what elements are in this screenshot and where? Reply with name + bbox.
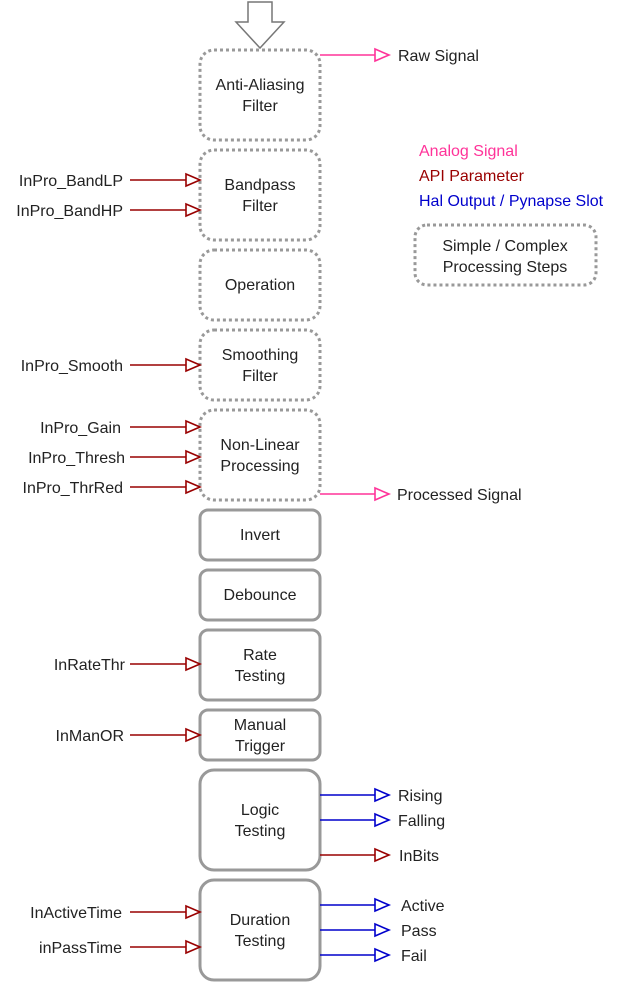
output-label: Fail [401,948,427,965]
param-smooth: InPro_Smooth [21,357,203,375]
output-label: Active [401,898,445,915]
block-label: Processing [220,458,299,475]
param-band-hp: InPro_BandHP [16,202,203,220]
block-label: Invert [240,527,281,544]
output-label: Processed Signal [397,487,522,504]
block-label: Manual [234,717,286,734]
bandpass-filter-block: Bandpass Filter [198,148,322,242]
block-label: Debounce [224,587,297,604]
output-falling: Falling [320,812,445,830]
param-pass-time: inPassTime [39,939,203,957]
debounce-block: Debounce [198,568,322,622]
output-fail: Fail [320,947,427,965]
param-manor: InManOR [56,727,203,745]
legend: Analog Signal API Parameter Hal Output /… [413,143,604,287]
param-band-lp: InPro_BandLP [19,172,203,190]
legend-analog-signal: Analog Signal [419,143,518,160]
param-label: InPro_Smooth [21,358,123,375]
legend-steps-label: Processing Steps [443,259,568,276]
block-label: Duration [230,912,290,929]
duration-testing-block: Duration Testing [198,878,322,982]
invert-block: Invert [198,508,322,562]
output-processed-signal: Processed Signal [320,486,522,504]
output-label: Raw Signal [398,48,479,65]
output-label: Rising [398,788,442,805]
block-label: Anti-Aliasing [216,77,305,94]
param-label: InPro_ThrRed [23,480,124,497]
block-label: Filter [242,98,278,115]
output-rising: Rising [320,787,442,805]
anti-aliasing-block: Anti-Aliasing Filter [198,48,322,142]
operation-block: Operation [198,248,322,322]
legend-hal-output: Hal Output / Pynapse Slot [419,193,604,210]
output-raw-signal: Raw Signal [320,47,479,65]
output-active: Active [320,897,445,915]
param-label: InPro_BandLP [19,173,123,190]
block-label: Bandpass [224,177,295,194]
param-label: inPassTime [39,940,122,957]
output-label: InBits [399,848,439,865]
param-label: InPro_Gain [40,420,121,437]
param-ratethr: InRateThr [54,656,203,674]
block-label: Filter [242,368,278,385]
block-label: Testing [235,823,286,840]
output-pass: Pass [320,922,437,940]
param-active-time: InActiveTime [30,904,203,922]
param-thrred: InPro_ThrRed [23,479,203,497]
block-label: Logic [241,802,279,819]
block-label: Smoothing [222,347,299,364]
block-label: Filter [242,198,278,215]
legend-steps-label: Simple / Complex [442,238,567,255]
block-label: Non-Linear [220,437,300,454]
param-gain: InPro_Gain [40,419,203,437]
param-label: InManOR [56,728,124,745]
param-label: InActiveTime [30,905,122,922]
param-label: InPro_Thresh [28,450,125,467]
input-arrow [234,1,286,50]
block-label: Testing [235,668,286,685]
param-label: InPro_BandHP [16,203,123,220]
output-label: Falling [398,813,445,830]
param-thresh: InPro_Thresh [28,449,203,467]
output-label: Pass [401,923,437,940]
block-label: Operation [225,277,295,294]
block-label: Testing [235,933,286,950]
output-inbits: InBits [320,847,439,865]
logic-testing-block: Logic Testing [198,768,322,872]
legend-api-parameter: API Parameter [419,168,525,185]
param-label: InRateThr [54,657,126,674]
rate-testing-block: Rate Testing [198,628,322,702]
block-label: Trigger [235,738,286,755]
non-linear-processing-block: Non-Linear Processing [198,408,322,502]
block-label: Rate [243,647,277,664]
smoothing-filter-block: Smoothing Filter [198,328,322,402]
manual-trigger-block: Manual Trigger [198,708,322,762]
